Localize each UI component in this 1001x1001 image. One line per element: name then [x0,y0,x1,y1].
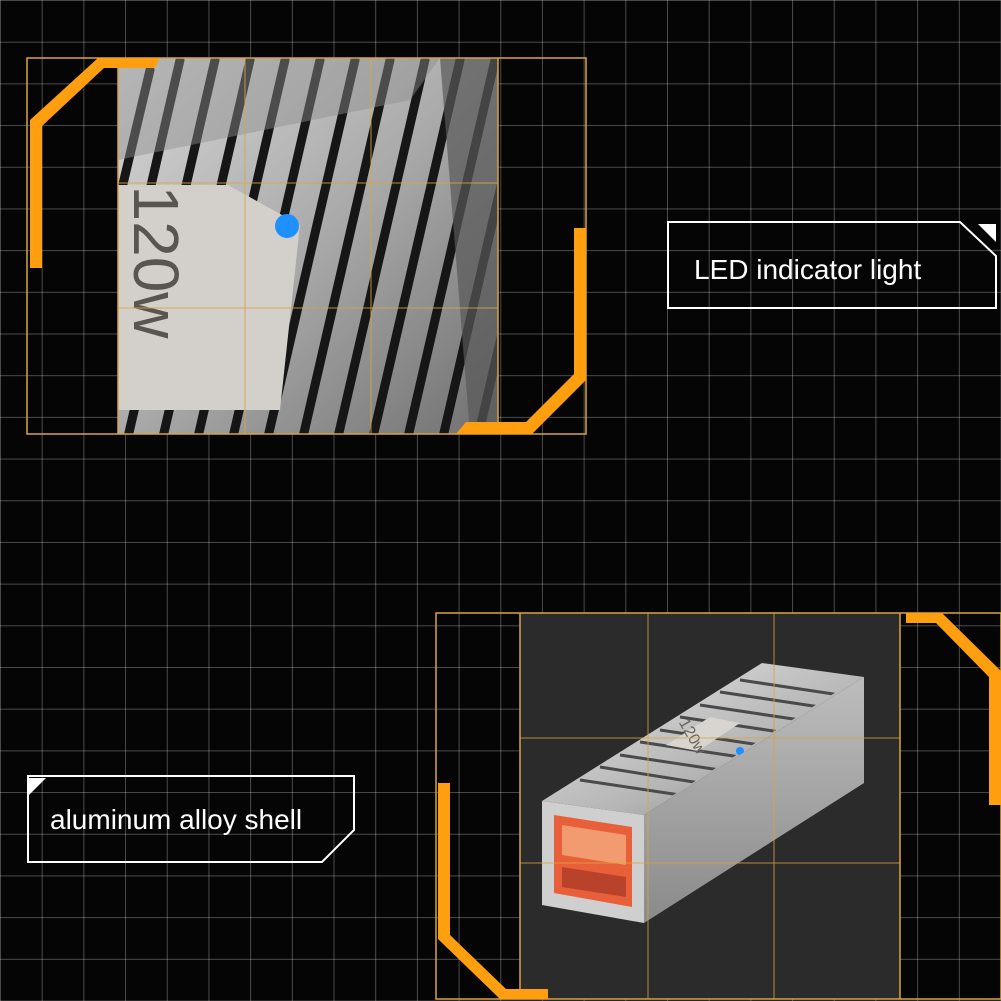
led-callout-label: LED indicator light [694,254,922,285]
led-indicator-icon [275,214,299,238]
product-led-icon [736,747,744,755]
product-panel: 120w [430,605,1001,1001]
closeup-power-marking: 120w [120,186,192,340]
led-callout: LED indicator light [660,216,1001,316]
closeup-panel: 120w [0,0,600,450]
closeup-illustration: 120w [26,57,587,435]
shell-callout: aluminum alloy shell [24,770,364,870]
adapter-illustration: 120w [435,612,1001,1000]
shell-callout-label: aluminum alloy shell [50,804,303,835]
